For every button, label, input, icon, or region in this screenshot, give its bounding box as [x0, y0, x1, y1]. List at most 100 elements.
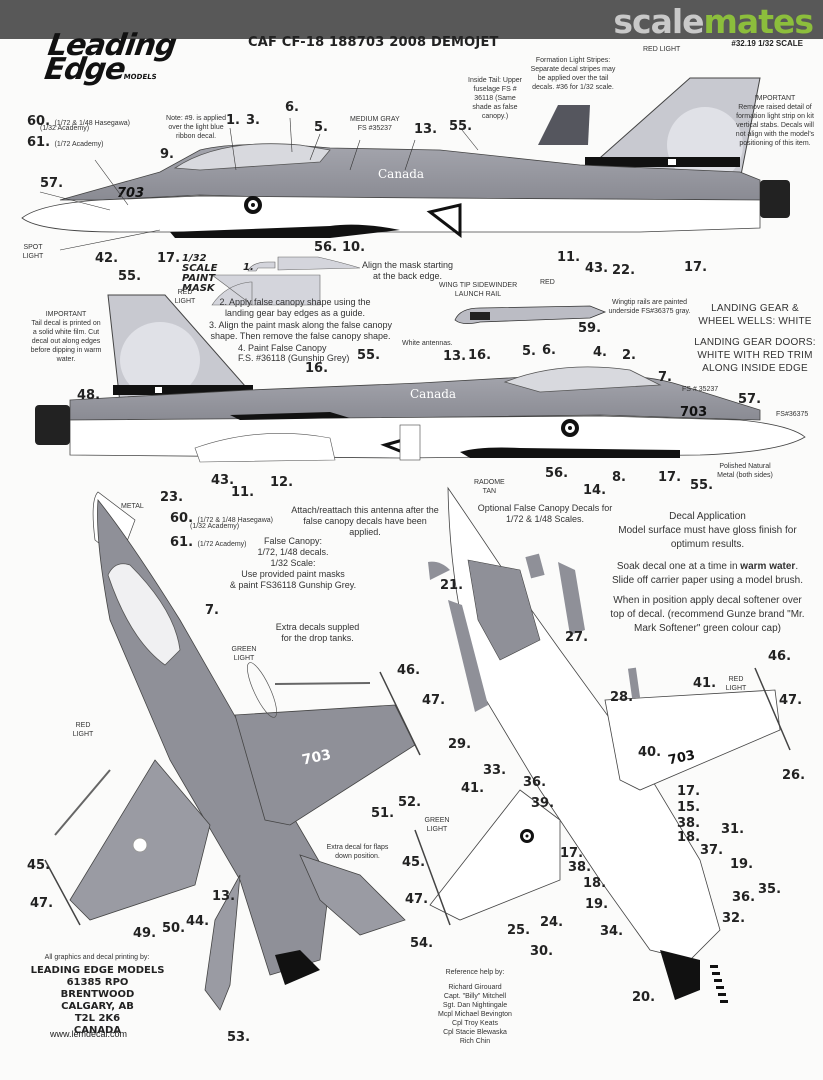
landing-gear-note: LANDING GEAR & WHEEL WELLS: WHITE LANDIN… [694, 303, 816, 374]
callout: 57. [738, 392, 762, 407]
callout: 55. [690, 478, 714, 493]
reference-name: Cpl Troy Keats [452, 1020, 498, 1027]
callout: 41. [461, 781, 485, 796]
note-61: 61. (1/72 Academy) [27, 135, 104, 150]
callout: 34. [600, 924, 624, 939]
callout: 55. [357, 348, 381, 363]
side-profile-bottom: 703 Canada [35, 294, 806, 463]
callout: 17. [684, 260, 708, 275]
false-canopy-note: False Canopy: 1/72, 1/48 decals. 1/32 Sc… [229, 536, 357, 590]
callout: 12. [270, 475, 294, 490]
top-wing-right [234, 704, 416, 826]
paint-mask-title: 1/32 SCALE PAINT MASK [182, 253, 218, 294]
callout: 11. [557, 250, 581, 265]
callout: 51. [371, 806, 395, 821]
sidewinder-title: WING TIP SIDEWINDER LAUNCH RAIL [438, 282, 518, 298]
canada-text-bottom: Canada [410, 387, 456, 401]
canada-text-top: Canada [378, 167, 424, 181]
callout: 55. [118, 269, 142, 284]
mask-step-1: 1. [243, 262, 254, 273]
callout: 16. [468, 348, 492, 363]
fuselage-lower-bottom [69, 415, 806, 459]
callout: 15. [677, 800, 701, 815]
callout: 49. [133, 926, 157, 941]
red-light-label-top: RED LIGHT [72, 722, 94, 738]
top-wing-number: 703 [301, 747, 333, 769]
green-light-label-bottom: GREEN LIGHT [424, 817, 450, 833]
callout: 18. [583, 876, 607, 891]
tail-stripe-bottom [113, 385, 253, 395]
callout: 32. [722, 911, 746, 926]
sheet-title: CAF CF-18 188703 2008 DEMOJET [248, 35, 499, 50]
callout: 43. [585, 261, 609, 276]
drop-tanks-note: Extra decals suppled for the drop tanks. [275, 622, 360, 643]
callout: 59. [578, 321, 602, 336]
spot-light-label: SPOT LIGHT [22, 244, 44, 260]
callout: 19. [730, 857, 754, 872]
sidewinder-rail [454, 305, 607, 324]
note-60-academy-middle: (1/32 Academy) [190, 523, 240, 530]
mask-step-4: 4. Paint False Canopy [238, 343, 327, 353]
red-light-label: RED LIGHT [643, 46, 681, 53]
tail-stripe [585, 157, 740, 167]
credits-line: All graphics and decal printing by: [44, 954, 150, 961]
callout: 4. [593, 345, 607, 360]
inside-tail-inset [538, 105, 590, 145]
bottom-view: 703 [414, 486, 791, 1003]
antenna-note: Attach/reattach this antenna after the f… [291, 505, 439, 537]
mask-step-4-fs: F.S. #36118 (Gunship Grey) [238, 353, 350, 363]
callout: 54. [410, 936, 434, 951]
bottom-wing-right [604, 689, 781, 791]
callout: 21. [440, 578, 464, 593]
callout: 8. [612, 470, 626, 485]
callout: 55. [449, 119, 473, 134]
callout: 41. [693, 676, 717, 691]
callout: 6. [285, 100, 299, 115]
reference-name: Capt. "Billy" Mitchell [443, 993, 507, 1000]
important-tail-note: IMPORTANT Remove raised detail of format… [735, 95, 815, 147]
red-light-label-bottom: RED LIGHT [725, 676, 747, 692]
medium-gray-label: MEDIUM GRAY FS #35237 [350, 116, 400, 132]
nose-number-bottom: 703 [680, 405, 707, 420]
belly-stripe-top [170, 224, 400, 238]
paint-mask-shapes [211, 256, 361, 306]
callout: 47. [422, 693, 446, 708]
callout: 28. [610, 690, 634, 705]
callout: 36. [732, 890, 756, 905]
scalemates-watermark: scalemates [613, 2, 814, 41]
callout: 5. [522, 344, 536, 359]
formation-light-note: Formation Light Stripes: Separate decal … [530, 57, 616, 91]
callout: 25. [507, 923, 531, 938]
callout: 27. [565, 630, 589, 645]
top-canopy [107, 563, 181, 666]
callout: 35. [758, 882, 782, 897]
callout: 47. [405, 892, 429, 907]
callout: 53. [227, 1030, 251, 1045]
callout: 46. [397, 663, 421, 678]
optional-false-canopy-note: Optional False Canopy Decals for 1/72 & … [477, 503, 613, 524]
website-link[interactable]: www.lemdecal.com [50, 1029, 128, 1039]
callout: 13. [212, 889, 236, 904]
note-61-middle: 61. (1/72 Academy) [170, 535, 247, 550]
callout: 9. [160, 147, 174, 162]
callout: 33. [483, 763, 507, 778]
reference-name: Mcpl Michael Bevington [438, 1011, 512, 1018]
green-light-label: GREEN LIGHT [231, 646, 257, 662]
decal-application: Decal Application Model surface must hav… [610, 511, 805, 634]
watermark-bar: scalemates [0, 0, 823, 41]
callout: 3. [246, 113, 260, 128]
canopy-bottom [503, 366, 662, 393]
reference-credits: Reference help by: Richard Girouard Capt… [430, 968, 520, 1046]
callout: 10. [342, 240, 366, 255]
callout: 56. [545, 466, 569, 481]
top-stab-left [204, 874, 241, 1011]
callout: 39. [531, 796, 555, 811]
fs-36375-label: FS#36375 [776, 411, 809, 418]
callout: 22. [612, 263, 636, 278]
rails-note: Wingtip rails are painted underside FS#3… [608, 299, 691, 315]
callout: 7. [658, 370, 672, 385]
callout: 48. [77, 388, 101, 403]
reference-name: Cpl Stacie Blewaska [443, 1029, 507, 1036]
canopy-top [173, 143, 331, 171]
